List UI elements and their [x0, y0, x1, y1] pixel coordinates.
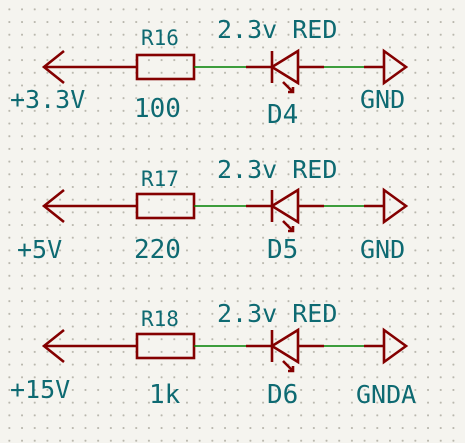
ground-port-gnd-symbol[interactable] [382, 187, 409, 225]
resistor-value-r17: 220 [134, 235, 181, 265]
resistor-r16-symbol[interactable] [135, 53, 196, 81]
led-ref-d5: D5 [267, 235, 298, 265]
ground-port-gnda-symbol[interactable] [382, 327, 409, 365]
resistor-value-r16: 100 [134, 94, 181, 124]
power-label-15v: +15V [10, 375, 70, 404]
resistor-ref-r16: R16 [141, 26, 179, 50]
power-label-5v: +5V [17, 235, 62, 264]
circuit-row-3[interactable]: +15V R18 1k 2.3v RED D6 GNDA [10, 299, 416, 410]
ground-label-row-1: GND [360, 85, 405, 114]
resistor-r17-symbol[interactable] [135, 192, 196, 220]
led-value-d4: 2.3v RED [217, 15, 337, 44]
led-d6-emission-arrow [282, 360, 295, 373]
circuit-row-1[interactable]: +3.3V R16 100 2.3v RED D4 GND [10, 15, 409, 130]
power-label-3v3: +3.3V [10, 85, 85, 114]
resistor-r18-symbol[interactable] [135, 332, 196, 360]
resistor-value-r18: 1k [149, 380, 181, 410]
led-ref-d6: D6 [267, 380, 298, 410]
led-d4-emission-arrow [282, 81, 295, 94]
circuit-row-2[interactable]: +5V R17 220 2.3v RED D5 GND [17, 155, 409, 265]
led-value-d6: 2.3v RED [217, 299, 337, 328]
led-d5-symbol[interactable] [269, 187, 300, 225]
led-d4-symbol[interactable] [269, 48, 300, 86]
led-d5-emission-arrow [282, 220, 295, 233]
ground-label-row-2: GND [360, 235, 405, 264]
led-ref-d4: D4 [267, 100, 298, 130]
ground-port-gnd-symbol[interactable] [382, 48, 409, 86]
led-d6-symbol[interactable] [269, 327, 300, 365]
ground-label-row-3: GNDA [356, 380, 416, 409]
led-value-d5: 2.3v RED [217, 155, 337, 184]
resistor-ref-r18: R18 [141, 307, 179, 331]
resistor-ref-r17: R17 [141, 167, 179, 191]
